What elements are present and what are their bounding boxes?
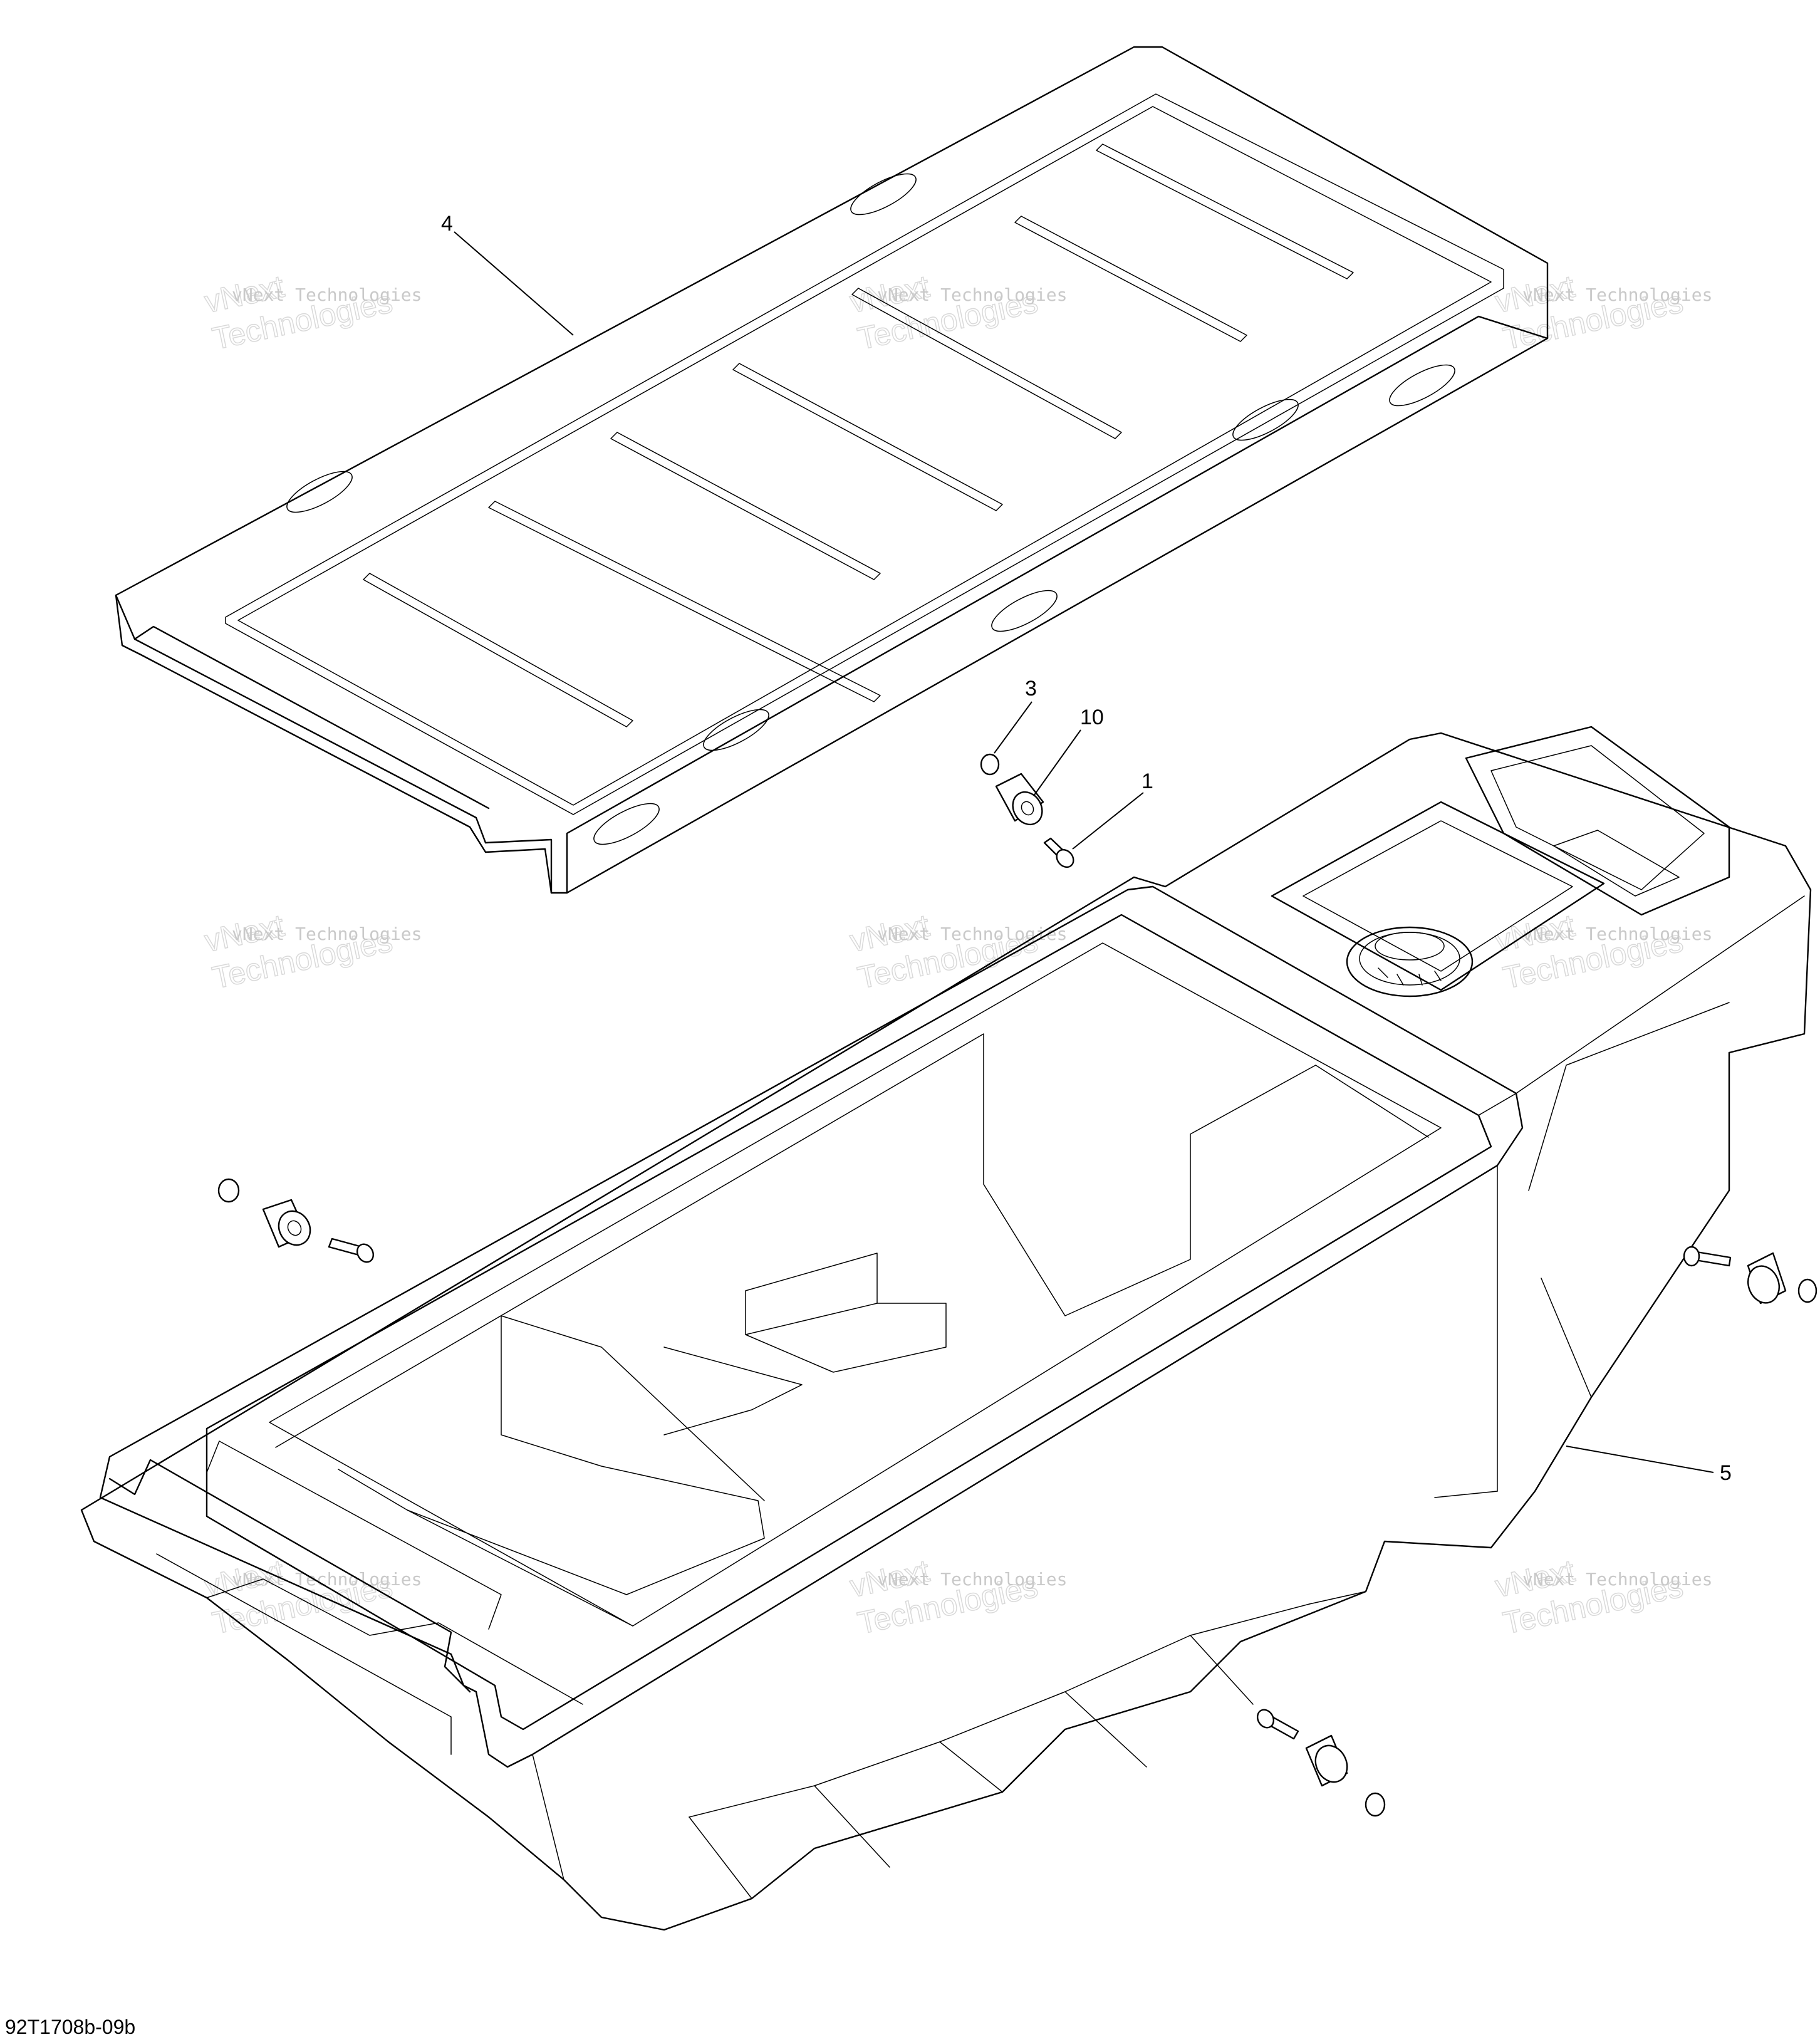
screw-icon [1683, 1246, 1732, 1267]
callout-5: 5 [1720, 1461, 1732, 1485]
leader-line-10 [1033, 729, 1081, 796]
watermark-small-bottom-right: vNext Technologies [1522, 1569, 1712, 1590]
callout-4: 4 [441, 212, 453, 236]
fuel-cap [1346, 926, 1474, 998]
bushing-icon [1747, 1252, 1787, 1305]
hardware-bottom [1256, 1709, 1386, 1817]
hardware-top [980, 753, 1074, 868]
hardware-left [217, 1178, 375, 1263]
watermark-small-mid-left: vNext Technologies [232, 924, 422, 944]
bushing-icon [1305, 1734, 1348, 1787]
cover-panel [115, 46, 1549, 894]
drawing-code: 92T1708b-09b [5, 2016, 135, 2038]
callout-10: 10 [1080, 706, 1104, 729]
leader-line-5 [1566, 1446, 1714, 1473]
hardware-right [1683, 1246, 1817, 1305]
watermark-small-bottom-center: vNext Technologies [877, 1569, 1067, 1590]
watermark-small-top-right: vNext Technologies [1522, 284, 1712, 305]
panel-slots [363, 143, 1354, 727]
callout-3: 3 [1025, 677, 1037, 701]
panel-dimples [286, 173, 1455, 845]
nut-icon [217, 1178, 240, 1203]
screw-icon [1256, 1709, 1299, 1740]
bushing-icon [262, 1199, 311, 1248]
watermark-small-top-left: vNext Technologies [232, 284, 422, 305]
nut-icon [1365, 1792, 1386, 1817]
storage-bin [80, 726, 1812, 1931]
nut-icon [980, 753, 1000, 776]
callout-1: 1 [1141, 769, 1153, 793]
nut-icon [1797, 1278, 1817, 1303]
leader-line-3 [994, 701, 1032, 754]
screw-icon [1043, 837, 1074, 868]
bushing-icon [995, 773, 1044, 826]
watermark-small-mid-right: vNext Technologies [1522, 924, 1712, 944]
leader-line-4 [454, 231, 574, 336]
leader-line-1 [1072, 792, 1144, 850]
watermark-small-top-center: vNext Technologies [877, 284, 1067, 305]
screw-icon [328, 1237, 375, 1263]
